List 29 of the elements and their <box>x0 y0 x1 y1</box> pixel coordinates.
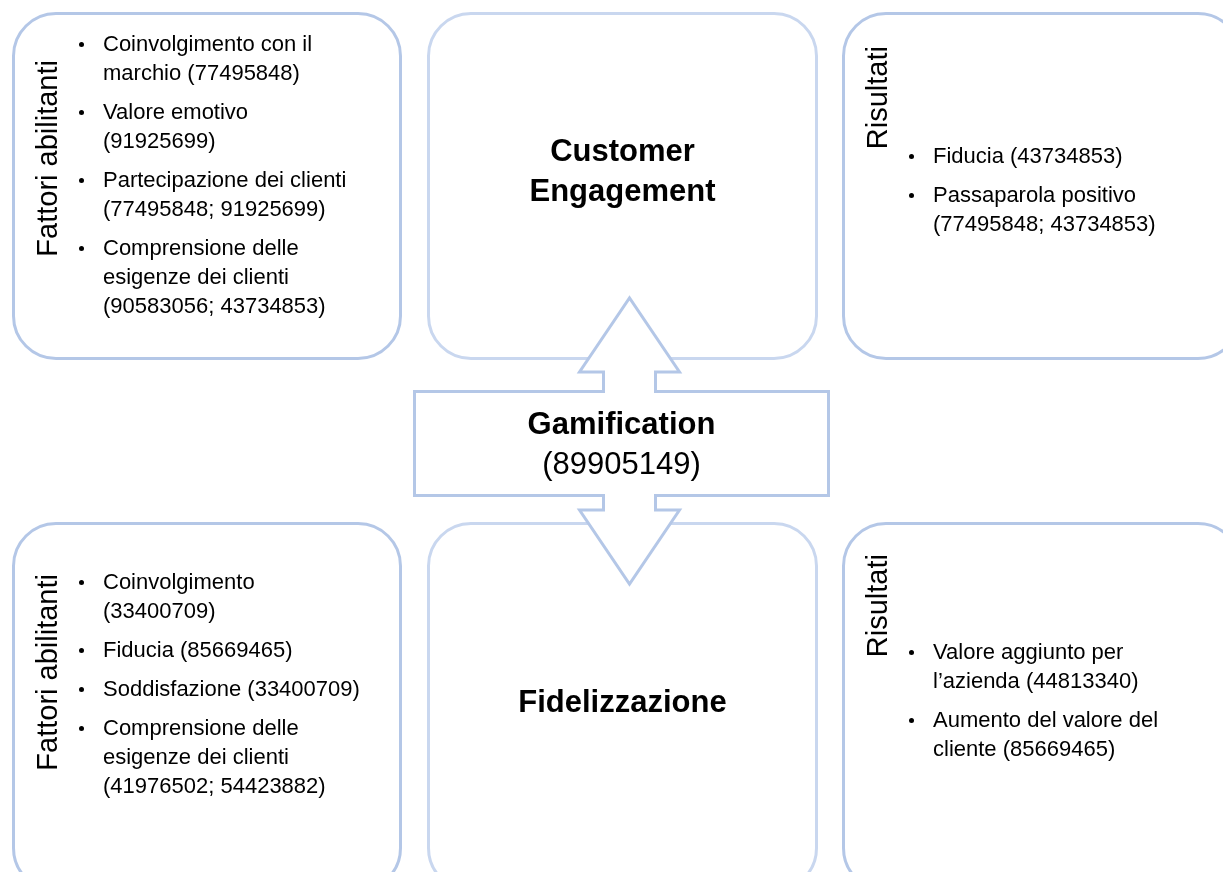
bullet-item: Fiducia (43734853) <box>933 142 1124 170</box>
rounded-box <box>842 522 1223 872</box>
bullet-item: Valore aggiunto per l’azienda (44813340) <box>933 638 1140 695</box>
rounded-box <box>12 12 402 360</box>
rounded-box <box>842 12 1223 360</box>
bullet-item: Aumento del valore del cliente (85669465) <box>933 706 1160 763</box>
rotated-heading: Fattori abilitanti <box>30 573 64 771</box>
center-title: Gamification <box>527 404 716 443</box>
rotated-heading: Risultati <box>860 46 894 150</box>
center-reference: (89905149) <box>542 444 701 483</box>
box-title: Fidelizzazione <box>518 683 727 721</box>
block-arrow <box>576 492 683 587</box>
bullet-item: Passaparola positivo (77495848; 43734853) <box>933 181 1157 238</box>
gamification-box <box>413 390 830 497</box>
rounded-box <box>427 522 818 872</box>
rounded-box <box>12 522 402 872</box>
bullet-item: Coinvolgimento (33400709) <box>103 568 256 625</box>
bullet-item: Coinvolgimento con il marchio (77495848) <box>103 30 314 87</box>
bullet-item: Soddisfazione (33400709) <box>103 675 361 703</box>
bullet-item: Fiducia (85669465) <box>103 636 294 664</box>
bullet-item: Valore emotivo (91925699) <box>103 98 250 155</box>
bullet-item: Partecipazione dei clienti (77495848; 91925699) <box>103 166 348 223</box>
rotated-heading: Risultati <box>860 554 894 658</box>
block-arrow <box>576 295 683 395</box>
bullet-item: Comprensione delle esigenze dei clienti (41976502; 54423882) <box>103 714 327 800</box>
bullet-item: Comprensione delle esigenze dei clienti (90583056; 43734853) <box>103 234 327 320</box>
box-title: Customer Engagement <box>528 132 717 210</box>
rotated-heading: Fattori abilitanti <box>30 59 64 257</box>
rounded-box <box>427 12 818 360</box>
